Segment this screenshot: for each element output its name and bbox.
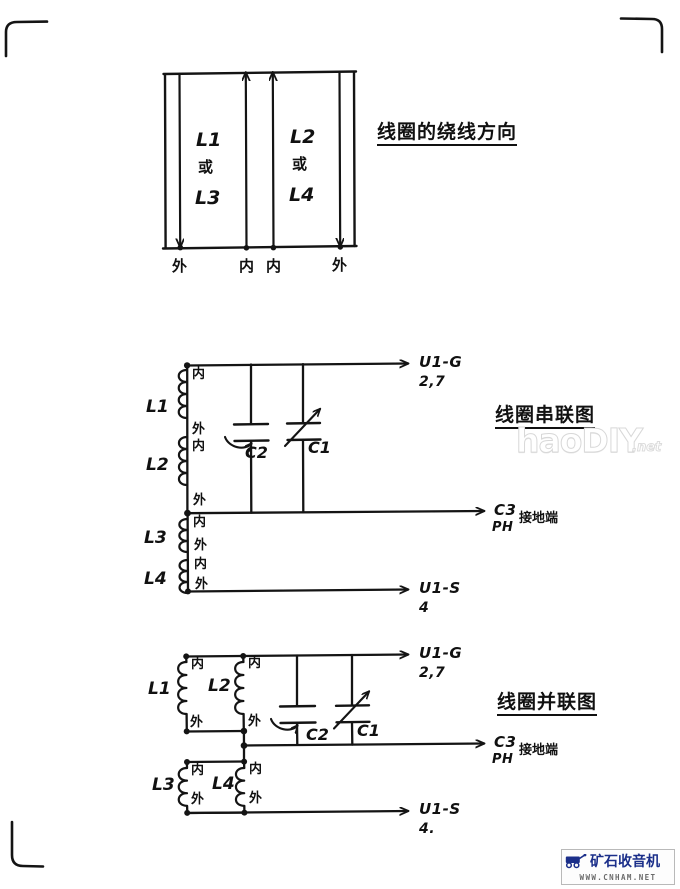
series-C1-variable-arrow [283,409,320,448]
parallel-port-U1S-pins: 4. [419,821,436,837]
parallel-C2-trimmer-arrow [269,717,298,730]
parallel-diagram-title: 线圈并联图 [497,693,598,716]
winding-coil-right-line1: L2 [290,126,316,148]
winding-terminal-label-4: 外 [332,256,348,274]
winding-terminal-label-2: 内 [239,257,255,275]
winding-wires [180,70,341,249]
winding-coil-right-line3: L4 [289,184,315,206]
series-label-C1: C1 [308,438,331,457]
winding-diagram-title: 线圈的绕线方向 [377,123,518,146]
series-L3-top-tap: 内 [193,515,207,530]
corner-bracket-top-right [619,17,664,54]
corner-bracket-top-left [4,20,49,58]
site-logo: 矿石收音机 WWW.CNHAM.NET [561,849,675,885]
series-label-C2: C2 [245,443,268,462]
parallel-L3-top-tap: 内 [191,763,205,778]
series-L1-top-tap: 内 [192,367,206,382]
logo-site-url: WWW.CNHAM.NET [579,873,657,882]
winding-coil-left-line2: 或 [198,158,214,176]
parallel-inductor-L3 [177,766,189,807]
series-L1-bottom-tap: 外 [192,422,206,437]
series-port-U1G: U1-G [419,353,463,371]
winding-coil-left-line1: L1 [196,129,222,151]
series-C2-trimmer-arrow [223,435,252,448]
series-label-L1: L1 [146,397,169,417]
crystal-radio-icon [565,853,587,869]
series-inductor-L1 [177,368,189,420]
parallel-label-L3: L3 [152,775,175,795]
parallel-node-dots [183,653,248,816]
parallel-port-U1G: U1-G [419,644,463,662]
parallel-label-C1: C1 [357,721,380,740]
parallel-inductor-L4 [234,766,246,807]
series-port-C3: C3 [494,501,517,519]
logo-row: 矿石收音机 [565,852,671,871]
parallel-port-U1G-pins: 2,7 [419,665,446,681]
series-L3-bottom-tap: 外 [194,538,208,553]
series-diagram-title: 线圈串联图 [495,406,596,429]
parallel-L3-bottom-tap: 外 [191,792,205,807]
series-port-U1S-pins: 4 [419,600,430,616]
series-inductor-L2 [177,435,189,487]
series-L2-bottom-tap: 外 [193,493,207,508]
parallel-port-C3-note: 接地端 [519,743,559,758]
parallel-C1-variable-arrow [332,692,369,730]
parallel-inductor-L1 [177,660,188,716]
winding-coil-right-line2: 或 [292,155,308,173]
parallel-label-C2: C2 [306,725,329,744]
series-inductor-L3 [178,517,189,554]
parallel-capacitor-C2 [278,704,317,725]
series-label-L2: L2 [146,455,169,475]
corner-bracket-bottom-left [10,820,45,868]
parallel-label-L4: L4 [212,774,235,794]
logo-site-name: 矿石收音机 [590,853,660,870]
parallel-L2-top-tap: 内 [248,656,262,671]
series-port-U1G-pins: 2,7 [419,374,446,390]
series-L4-bottom-tap: 外 [195,577,209,592]
series-label-L3: L3 [144,528,167,548]
series-port-C3-sub: PH [492,520,514,535]
parallel-port-U1S: U1-S [419,800,461,818]
series-capacitor-C2 [232,422,270,443]
series-L4-top-tap: 内 [194,557,208,572]
series-node-dots [183,362,191,595]
winding-terminal-label-3: 内 [266,257,282,275]
parallel-port-C3-sub: PH [492,752,514,767]
parallel-L1-top-tap: 内 [191,657,205,672]
parallel-L2-bottom-tap: 外 [248,714,262,729]
parallel-label-L1: L1 [148,679,171,699]
series-circuit-wires [185,364,484,592]
parallel-L4-bottom-tap: 外 [249,791,263,806]
winding-box [161,70,358,250]
parallel-L1-bottom-tap: 外 [190,715,204,730]
parallel-inductor-L2 [234,660,245,716]
series-port-C3-note: 接地端 [519,511,559,526]
parallel-L4-top-tap: 内 [249,762,263,777]
winding-terminal-label-1: 外 [172,257,188,275]
series-port-U1S: U1-S [419,579,461,597]
series-label-L4: L4 [144,569,167,589]
parallel-label-L2: L2 [208,676,231,696]
parallel-capacitor-C1 [334,704,371,724]
series-capacitor-C1 [285,421,322,442]
winding-coil-left-line3: L3 [195,187,221,209]
series-L2-top-tap: 内 [192,439,206,454]
parallel-port-C3: C3 [494,733,517,751]
series-inductor-L4 [178,558,189,595]
winding-terminal-dots [177,244,344,251]
